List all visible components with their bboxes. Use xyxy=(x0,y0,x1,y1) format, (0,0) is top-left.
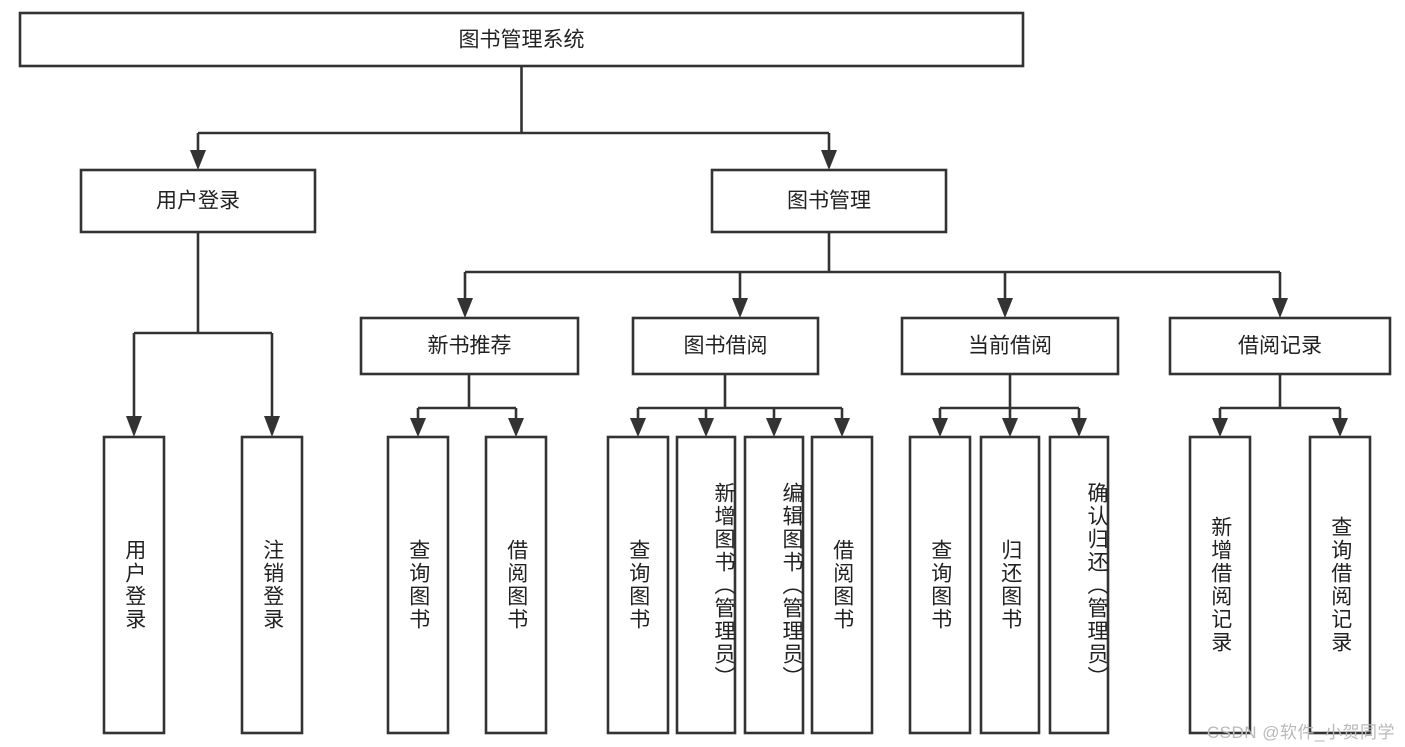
node-root-label: 图书管理系统 xyxy=(459,29,585,52)
arrow-head-leaf-user-login xyxy=(126,416,142,437)
arrow-head-borrow-record xyxy=(1272,298,1288,318)
node-current-borrow-box[interactable] xyxy=(900,316,1120,376)
node-new-book-recommend-box[interactable] xyxy=(359,316,580,376)
connector-group-current-borrow xyxy=(932,374,1087,437)
leaf-box-logout-login[interactable] xyxy=(240,435,304,735)
leaf-box-edit-book-admin[interactable] xyxy=(743,435,805,735)
node-book-borrow[interactable]: 图书借阅 xyxy=(631,316,820,376)
leaf-box-query-book-1[interactable] xyxy=(386,435,450,735)
node-book-borrow-box[interactable] xyxy=(631,316,820,376)
arrow-head-leaf-return-book xyxy=(1002,418,1018,437)
connector-group-borrow-record xyxy=(1212,374,1348,437)
arrow-head-leaf-confirm-return-admin xyxy=(1071,418,1087,437)
arrow-head-leaf-borrow-book-1 xyxy=(508,418,524,437)
connector-group-book-management xyxy=(457,232,1288,318)
connector-group-new-book-recommend xyxy=(410,374,524,437)
arrow-head-leaf-query-borrow-record xyxy=(1332,418,1348,437)
leaf-box-borrow-book-1[interactable] xyxy=(484,435,548,735)
arrow-head-leaf-add-borrow-record xyxy=(1212,418,1228,437)
arrow-head-leaf-query-book-2 xyxy=(630,418,646,437)
arrow-head-leaf-edit-book-admin xyxy=(766,418,782,437)
leaf-box-group xyxy=(102,435,1372,735)
leaf-box-confirm-return-admin[interactable] xyxy=(1048,435,1110,735)
node-new-book-recommend-label: 新书推荐 xyxy=(428,335,512,358)
connector-group-user-login xyxy=(126,232,280,437)
node-book-borrow-label: 图书借阅 xyxy=(684,335,768,358)
connector-group-book-borrow xyxy=(630,374,850,437)
node-new-book-recommend[interactable]: 新书推荐 xyxy=(359,316,580,376)
connector-group-root xyxy=(190,66,837,170)
arrow-head-book-management xyxy=(821,150,837,170)
arrow-head-leaf-query-book-3 xyxy=(932,418,948,437)
leaf-box-add-borrow-record[interactable] xyxy=(1188,435,1252,735)
leaf-box-borrow-book-2[interactable] xyxy=(810,435,874,735)
node-borrow-record-label: 借阅记录 xyxy=(1238,335,1322,358)
node-current-borrow-label: 当前借阅 xyxy=(968,335,1052,358)
arrow-head-new-book-recommend xyxy=(457,298,473,318)
arrow-head-leaf-query-book-1 xyxy=(410,418,426,437)
node-root[interactable]: 图书管理系统 xyxy=(18,11,1025,68)
arrow-head-book-borrow xyxy=(732,298,748,318)
node-user-login-box[interactable] xyxy=(79,168,317,234)
watermark: CSDN @软件_小贺同学 xyxy=(1206,723,1395,742)
leaf-box-return-book[interactable] xyxy=(979,435,1041,735)
node-book-management-box[interactable] xyxy=(710,168,948,234)
leaf-box-query-book-3[interactable] xyxy=(908,435,972,735)
node-book-management-label: 图书管理 xyxy=(787,190,871,213)
arrow-head-user-login xyxy=(190,150,206,170)
node-root-box[interactable] xyxy=(18,11,1025,68)
leaf-box-user-login[interactable] xyxy=(102,435,166,735)
leaf-box-query-book-2[interactable] xyxy=(606,435,670,735)
node-borrow-record[interactable]: 借阅记录 xyxy=(1168,316,1392,376)
arrow-head-leaf-borrow-book-2 xyxy=(834,418,850,437)
arrow-head-current-borrow xyxy=(997,298,1013,318)
node-borrow-record-box[interactable] xyxy=(1168,316,1392,376)
node-user-login-label: 用户登录 xyxy=(156,190,240,213)
arrow-head-leaf-add-book-admin xyxy=(698,418,714,437)
node-book-management[interactable]: 图书管理 xyxy=(710,168,948,234)
leaf-box-query-borrow-record[interactable] xyxy=(1308,435,1372,735)
leaf-box-add-book-admin[interactable] xyxy=(675,435,737,735)
node-user-login[interactable]: 用户登录 xyxy=(79,168,317,234)
arrow-head-leaf-logout-login xyxy=(264,416,280,437)
node-current-borrow[interactable]: 当前借阅 xyxy=(900,316,1120,376)
